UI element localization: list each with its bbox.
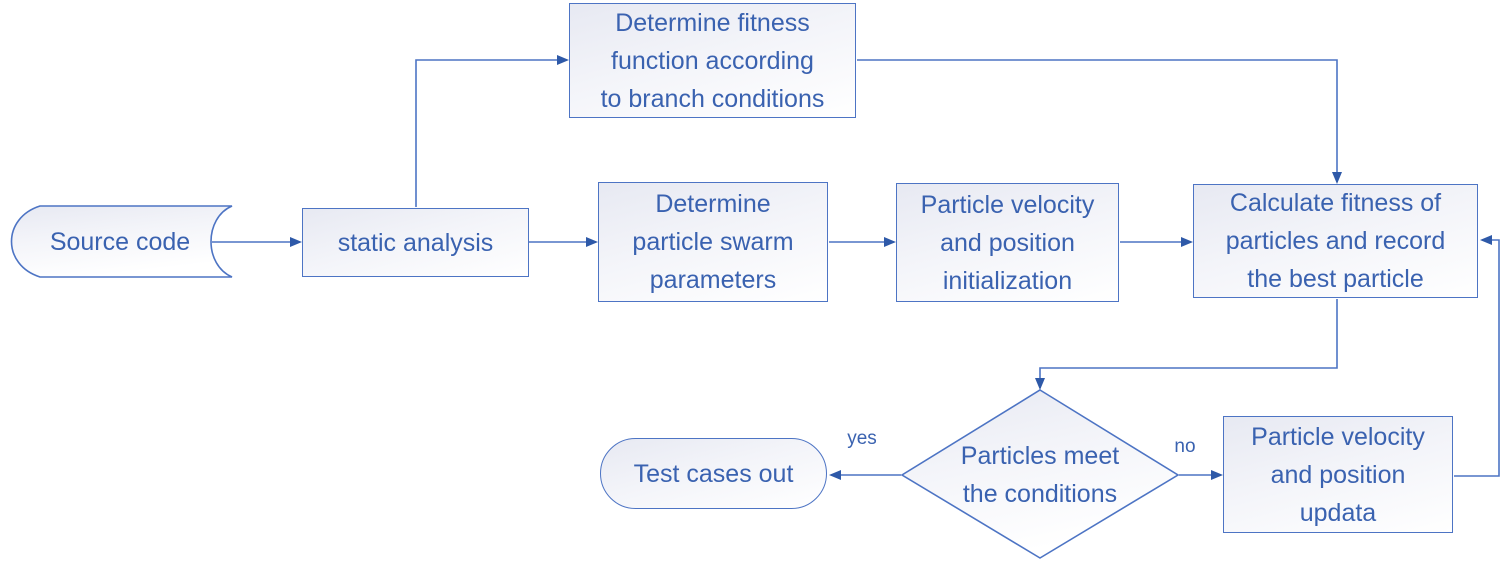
- node-test-cases-out: Test cases out: [600, 438, 827, 509]
- edge-label-no: no: [1174, 436, 1196, 457]
- decision-diamond-shape: [900, 389, 1180, 559]
- node-determine-fitness-function: Determine fitness function according to …: [569, 3, 856, 118]
- edge-static-to-fitness-function: [415, 55, 569, 207]
- edge-calculate-to-decision: [1035, 299, 1338, 390]
- node-determine-swarm-parameters: Determine particle swarm parameters: [598, 182, 828, 302]
- node-velocity-position-initialization: Particle velocity and position initializ…: [896, 183, 1119, 302]
- edge-update-to-calculate-feedback: [1454, 235, 1500, 477]
- node-source-code: Source code: [49, 228, 191, 256]
- edge-fitness-function-to-calculate: [857, 59, 1342, 184]
- node-static-analysis: static analysis: [302, 208, 529, 277]
- node-calculate-fitness: Calculate fitness of particles and recor…: [1193, 184, 1478, 298]
- edge-label-yes: yes: [847, 428, 877, 449]
- node-particles-meet-conditions: Particles meet the conditions: [960, 442, 1120, 508]
- node-velocity-position-update: Particle velocity and position updata: [1223, 416, 1453, 533]
- source-code-shape: [10, 205, 233, 278]
